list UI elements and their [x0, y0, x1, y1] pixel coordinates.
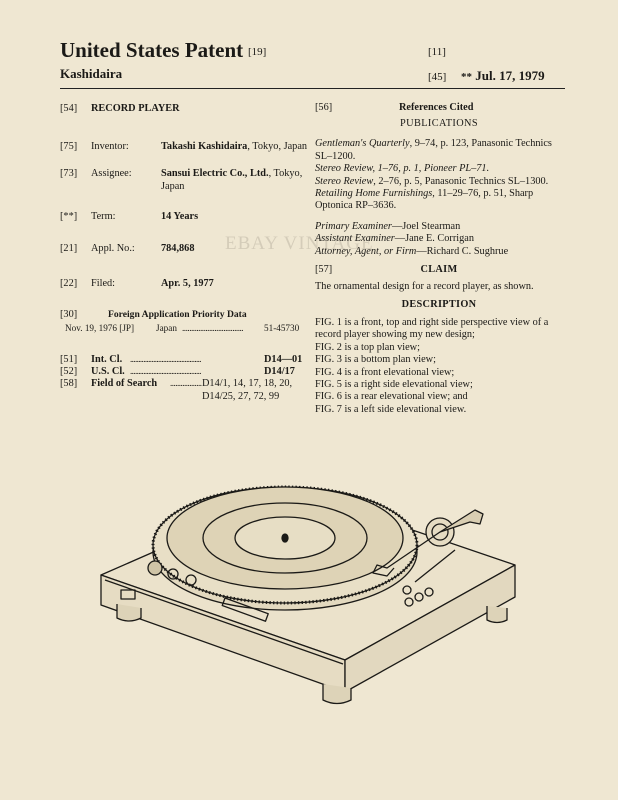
- claim-text: The ornamental design for a record playe…: [315, 281, 534, 293]
- attorney: Attorney, Agent, or Firm—Richard C. Sugh…: [315, 245, 509, 257]
- figure-description: FIG. 7 is a left side elevational view.: [315, 403, 467, 415]
- watermark: EBAY VINTAGE: [225, 233, 374, 254]
- figure-description: FIG. 2 is a top plan view;: [315, 341, 420, 353]
- patent-date: ** Jul. 17, 1979: [461, 68, 545, 83]
- examiners: Primary Examiner—Joel Stearman Assistant…: [315, 221, 563, 258]
- figure-description: FIG. 3 is a bottom plan view;: [315, 354, 436, 366]
- figure-description: FIG. 6 is a rear elevational view; and: [315, 391, 468, 403]
- figure-description: FIG. 5 is a right side elevational view;: [315, 378, 473, 390]
- publications-heading: PUBLICATIONS: [399, 118, 479, 129]
- date-code: [45]: [428, 71, 447, 83]
- description-list: FIG. 1 is a front, top and right side pe…: [315, 317, 563, 416]
- bibliographic-column: [54] RECORD PLAYER [75] Inventor: Takash…: [60, 103, 308, 402]
- primary-examiner: Primary Examiner—Joel Stearman: [315, 220, 461, 232]
- references-heading: [56] References Cited: [315, 102, 474, 113]
- claim-heading-row: [57] CLAIM: [315, 264, 458, 276]
- figure-description: FIG. 1 is a front, top and right side pe…: [315, 316, 549, 341]
- patent-title: United States Patent: [60, 38, 244, 62]
- reference-item: Stereo Review, 2–76, p. 5, Panasonic Tec…: [315, 175, 549, 187]
- reference-item: Gentleman's Quarterly, 9–74, p. 123, Pan…: [315, 138, 552, 162]
- record-player-drawing: [100, 485, 516, 705]
- title-code: [19]: [248, 46, 267, 58]
- reference-item: Stereo Review, 1–76, p. 1, Pioneer PL–71…: [315, 163, 490, 175]
- description-heading: DESCRIPTION: [401, 299, 477, 311]
- reference-item: Retailing Home Furnishings, 11–29–76, p.…: [315, 188, 534, 212]
- figure-description: FIG. 4 is a front elevational view;: [315, 366, 455, 378]
- patent-number-code: [11]: [428, 46, 446, 58]
- inventor-surname: Kashidaira: [60, 66, 123, 81]
- assistant-examiner: Assistant Examiner—Jane E. Corrigan: [315, 233, 475, 245]
- header-rule: [60, 88, 565, 89]
- references-column: [56] References Cited PUBLICATIONS Gentl…: [315, 102, 563, 416]
- references-list: Gentleman's Quarterly, 9–74, p. 123, Pan…: [315, 138, 563, 212]
